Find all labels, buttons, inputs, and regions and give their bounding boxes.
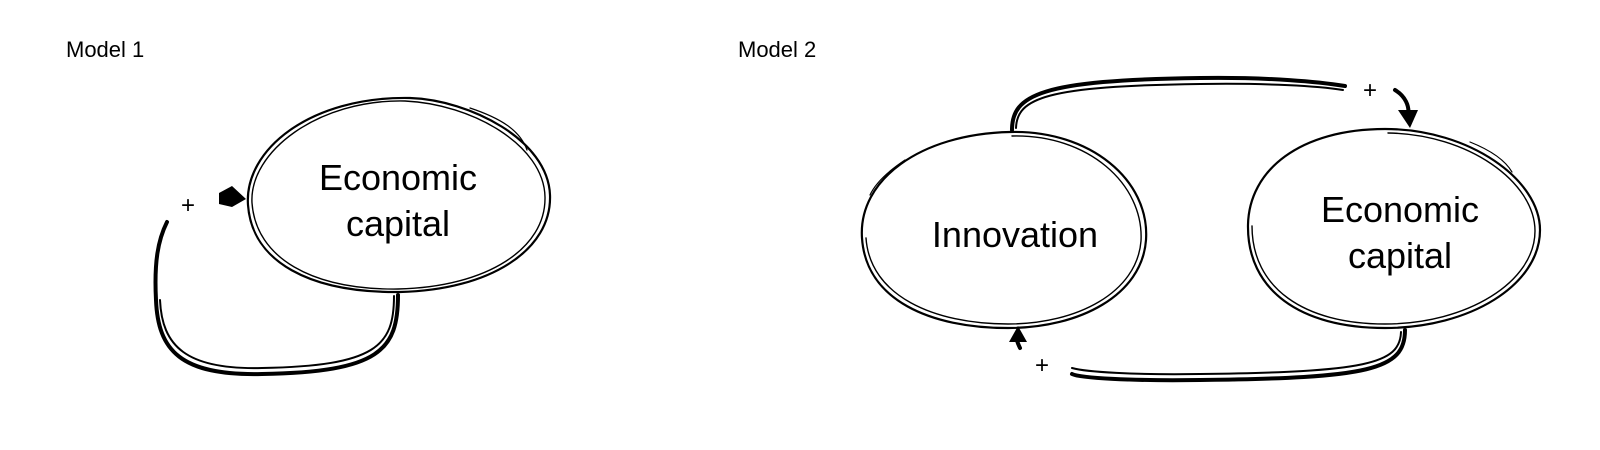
model-2-innovation-to-capital-arrow[interactable]: +: [1010, 75, 1418, 132]
model-1-loop-polarity: +: [181, 192, 195, 219]
model-2-capital-label-line2: capital: [1348, 235, 1452, 276]
model-2-top-arrowhead-icon: [1398, 110, 1418, 128]
model-2-diagram: Innovation Economic capital +: [860, 75, 1542, 383]
model-1-node-label-line1: Economic: [319, 157, 477, 198]
model-2-bottom-arrowhead-icon: [1009, 326, 1027, 342]
model-2-economic-capital-node[interactable]: Economic capital: [1246, 127, 1542, 330]
model-2-top-link-polarity: +: [1363, 77, 1377, 104]
model-1-title: Model 1: [66, 37, 145, 62]
model-1-economic-capital-node[interactable]: Economic capital: [246, 96, 552, 294]
model-2-innovation-label: Innovation: [932, 214, 1098, 255]
model-1-arrowhead-icon: [219, 186, 246, 207]
model-2-capital-label-line1: Economic: [1321, 189, 1479, 230]
model-2-bottom-link-polarity: +: [1035, 352, 1049, 379]
model-1-reinforcing-loop-arrow[interactable]: +: [153, 186, 400, 377]
model-2-innovation-node[interactable]: Innovation: [860, 130, 1148, 330]
model-2-capital-to-innovation-arrow[interactable]: +: [1009, 326, 1407, 383]
model-1-node-label-line2: capital: [346, 203, 450, 244]
model-1-diagram: Economic capital +: [153, 96, 552, 377]
model-2-title: Model 2: [738, 37, 817, 62]
